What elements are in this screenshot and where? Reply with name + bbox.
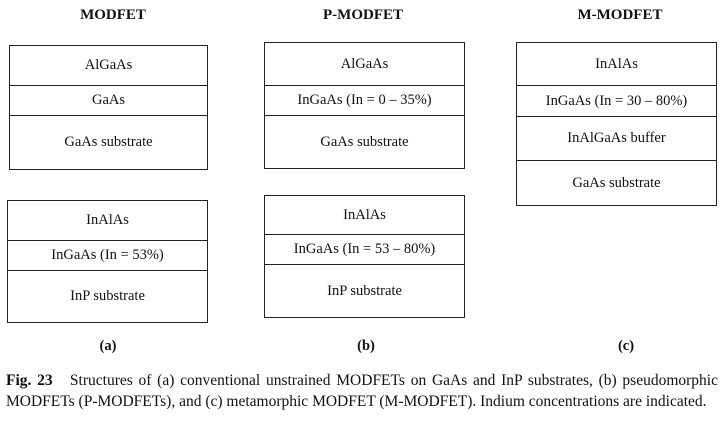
layer-inalas: InAlAs (86, 212, 129, 228)
figure-caption: Fig. 23 Structures of (a) conventional u… (6, 370, 718, 412)
caption-label: Fig. 23 (6, 372, 53, 389)
layer-gaas-substrate: GaAs substrate (517, 160, 716, 205)
layer-inalas: InAlAs (595, 55, 638, 72)
layer-inp-substrate: InP substrate (265, 264, 464, 317)
layer-gaas-substrate: GaAs substrate (265, 115, 464, 168)
caption-text: Structures of (a) conventional unstraine… (6, 372, 718, 410)
layer-inalas: InAlAs (343, 206, 386, 223)
stack-m-modfet: InAlAs InGaAs (In = 30 – 80%) InAlGaAs b… (516, 42, 717, 206)
heading-p-modfet: P-MODFET (323, 7, 403, 23)
layer-inalgaas-buffer: InAlGaAs buffer (517, 116, 716, 160)
layer-gaas-substrate: GaAs substrate (10, 115, 207, 169)
layer-algaas: AlGaAs (340, 55, 389, 72)
stack-p-modfet-gaas: AlGaAs InGaAs (In = 0 – 35%) GaAs substr… (264, 42, 465, 169)
layer-gaas: GaAs (10, 85, 207, 115)
layer-ingaas: InGaAs (In = 30 – 80%) (517, 85, 716, 116)
panel-label-a: (a) (99, 338, 117, 354)
heading-modfet: MODFET (80, 7, 146, 23)
panel-label-b: (b) (357, 338, 375, 354)
stack-modfet-gaas: AlGaAs GaAs GaAs substrate (9, 45, 208, 170)
stack-p-modfet-inp: InAlAs InGaAs (In = 53 – 80%) InP substr… (264, 195, 465, 318)
stack-modfet-inp: InAlAs InGaAs (In = 53%) InP substrate (7, 200, 208, 323)
layer-inp-substrate: InP substrate (8, 270, 207, 322)
panel-label-c: (c) (617, 338, 635, 354)
layer-ingaas: InGaAs (In = 53%) (8, 240, 207, 270)
heading-m-modfet: M-MODFET (577, 7, 663, 23)
layer-algaas: AlGaAs (84, 57, 133, 73)
layer-ingaas: InGaAs (In = 53 – 80%) (265, 234, 464, 264)
layer-ingaas: InGaAs (In = 0 – 35%) (265, 85, 464, 115)
